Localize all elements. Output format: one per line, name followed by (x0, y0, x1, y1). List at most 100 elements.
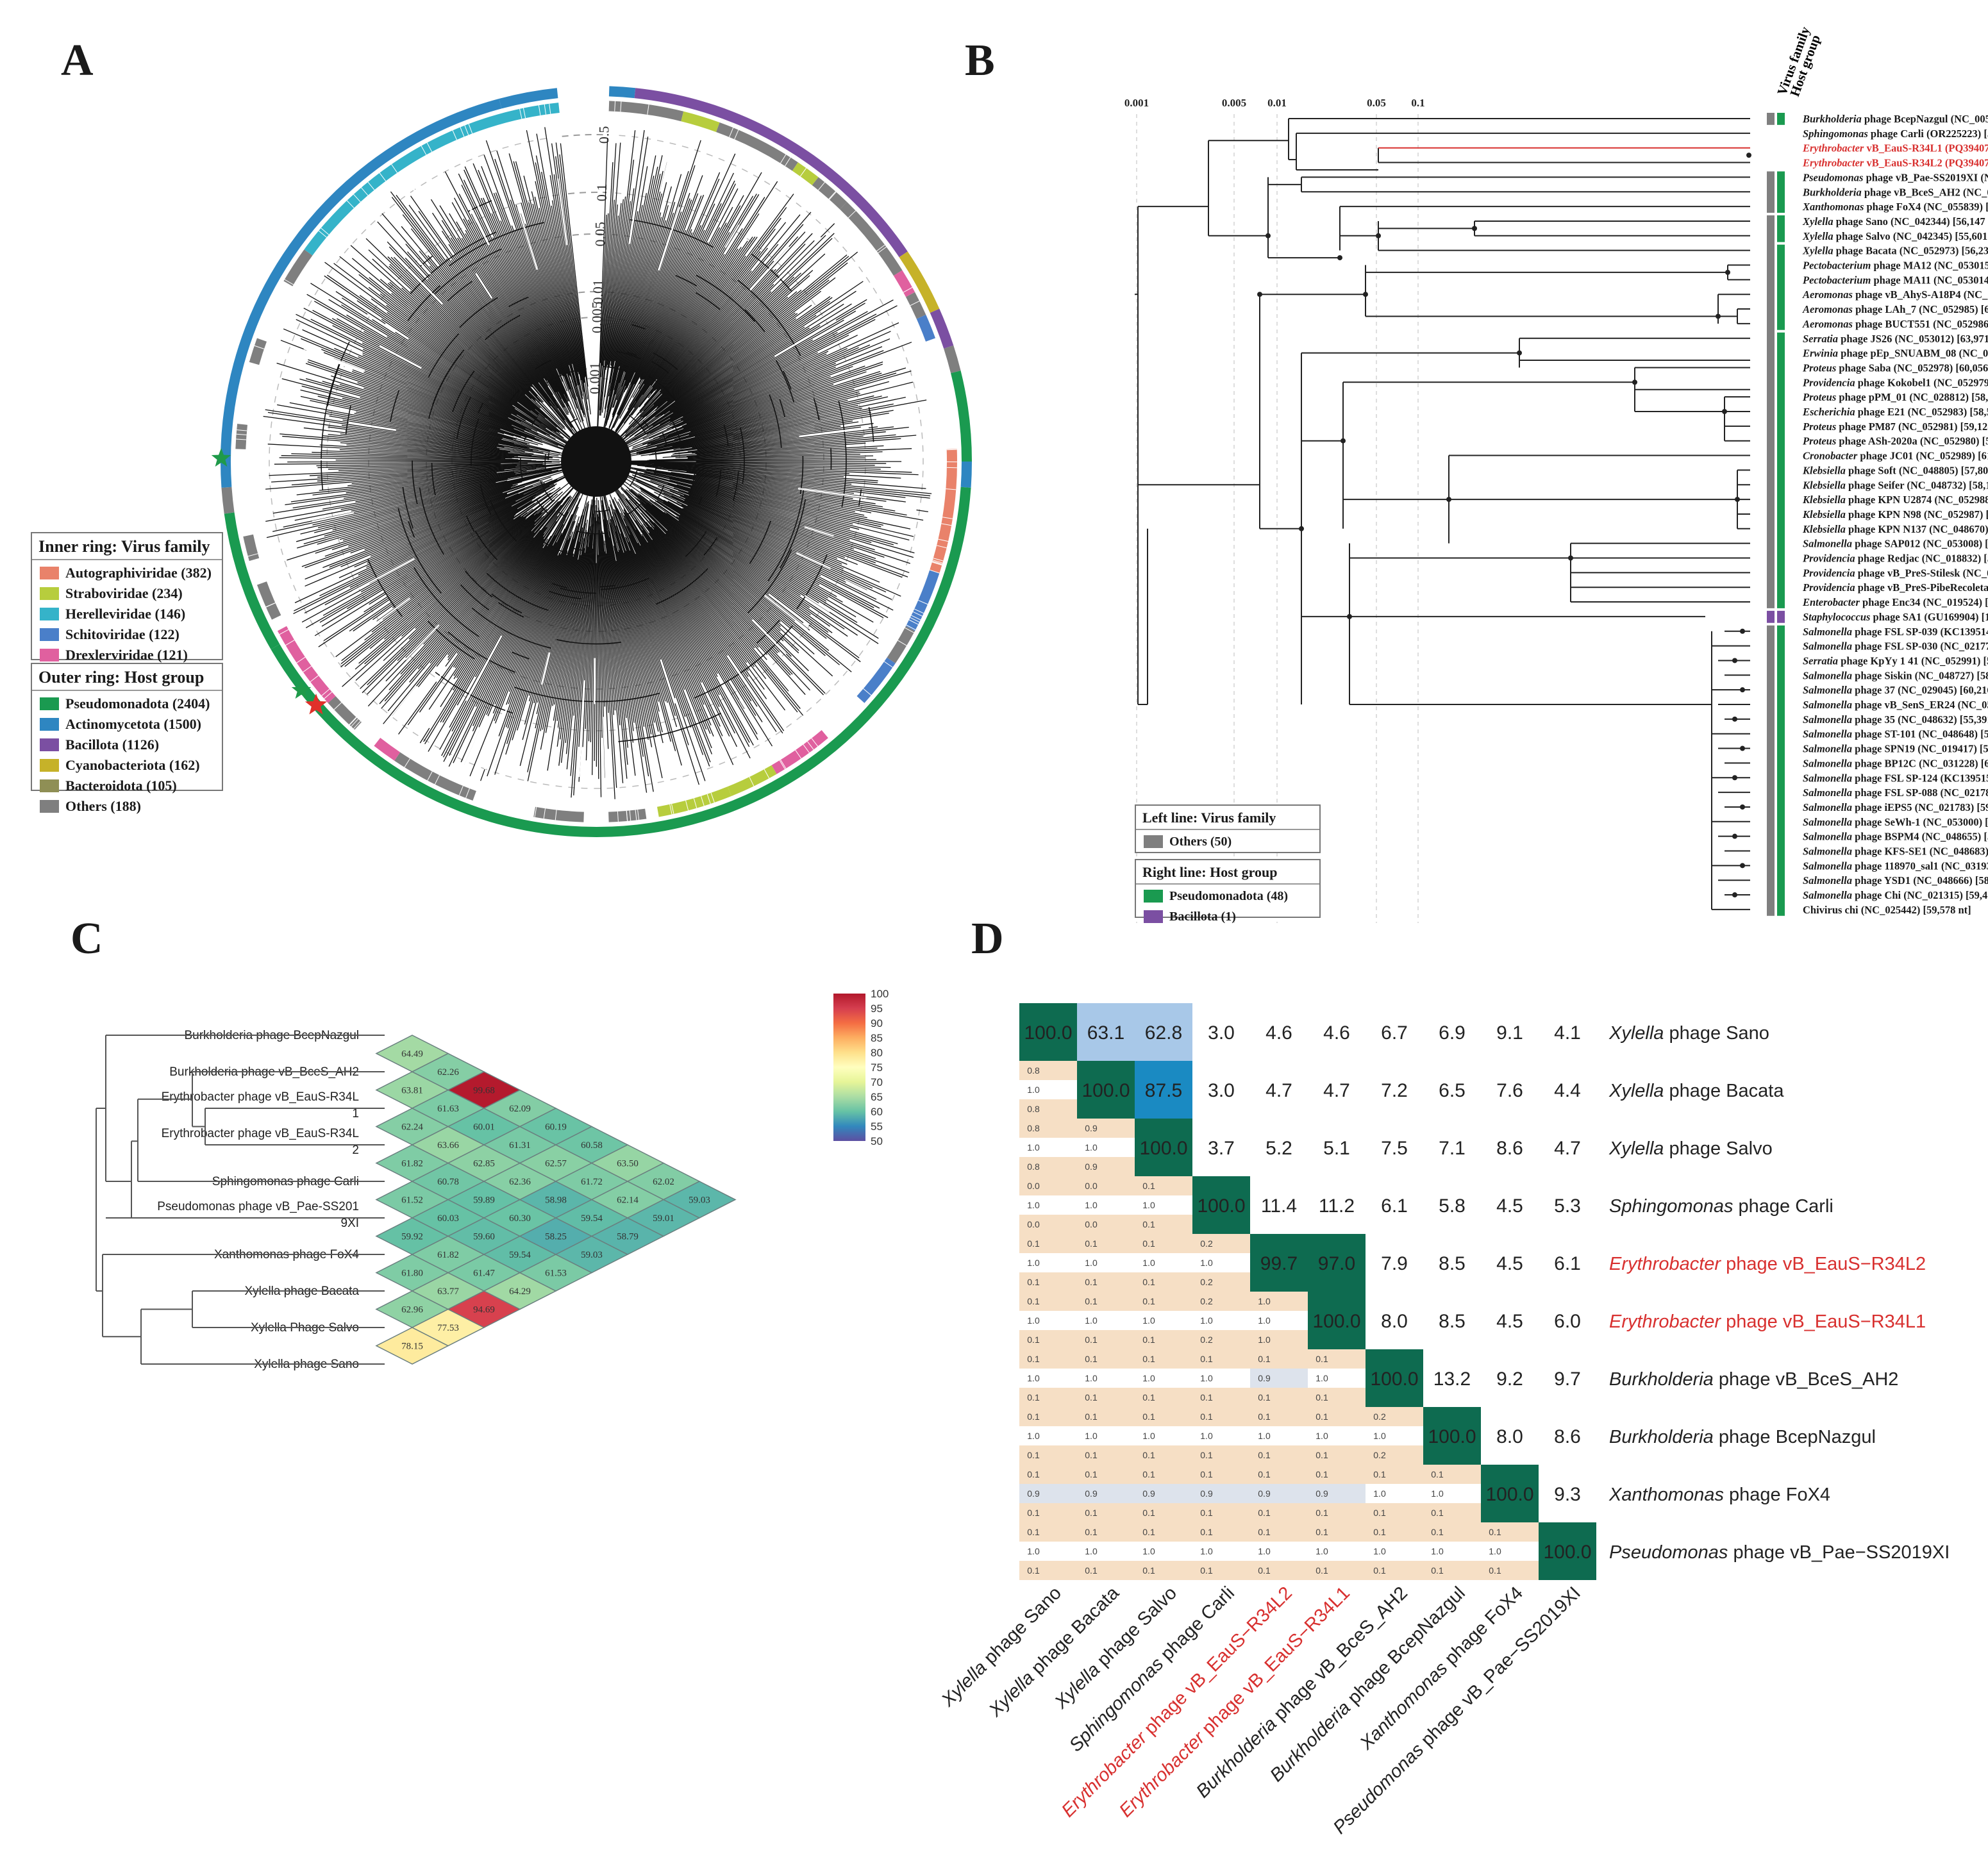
inner-ring-segment (887, 626, 915, 663)
tree-branch (656, 194, 794, 380)
tree-branch (597, 500, 615, 799)
tree-branch (606, 155, 663, 412)
tree-gap (492, 728, 509, 773)
matrix-cell-value: 8.0 (1496, 1426, 1523, 1447)
tree-branch (401, 287, 572, 440)
taxon-genus: Sphingomonas (1803, 128, 1868, 140)
tree-internal-arc (603, 692, 660, 703)
tree-branch (660, 310, 856, 425)
tree-gap (367, 313, 396, 333)
tree-branch (605, 511, 645, 727)
taxon-name: phage Bacata (NC_052973) [56,232 nt] (1833, 245, 1988, 257)
matrix-subcell-fill (1481, 1522, 1539, 1542)
tree-internal-arc (779, 499, 806, 569)
tree-branch (625, 537, 685, 690)
matrix-subcell-fill (1135, 1484, 1192, 1503)
tree-branch (346, 444, 519, 457)
taxon-label: Salmonella phage FSL SP-124 (KC139515) [… (1803, 772, 1988, 784)
tree-branch (494, 531, 574, 768)
tree-branch (346, 314, 517, 415)
taxon-name: phage FSL SP-039 (KC139514) [59,815 nt] (1852, 626, 1988, 638)
tree-branch (601, 143, 617, 366)
matrix-subcell-fill (1250, 1407, 1308, 1426)
tree-branch (631, 228, 776, 416)
tree-internal-arc (468, 200, 492, 212)
taxon-label: Klebsiella phage KPN N137 (NC_048670) [5… (1802, 523, 1988, 535)
tree-branch (597, 138, 608, 429)
taxon-label: Staphylococcus phage SA1 (GU169904) [147… (1803, 611, 1988, 623)
tree-branch (667, 501, 837, 597)
tree-internal-arc (474, 530, 498, 560)
tree-branch (305, 494, 508, 569)
ring-texture (780, 760, 787, 769)
tree-branch (624, 490, 792, 657)
matrix-subcell-value: 1.0 (1027, 1258, 1040, 1268)
tree-node (1740, 804, 1745, 810)
tree-branch (672, 435, 864, 455)
tree-internal-arc (838, 401, 847, 508)
tree-branch (611, 137, 649, 367)
matrix-cell-value: 3.7 (1208, 1138, 1235, 1159)
taxon-name: phage FSL SP-124 (KC139515) [59,245 nt] (1852, 772, 1988, 784)
tree-branch (640, 525, 749, 678)
tree-branch (624, 367, 906, 454)
tree-branch (617, 272, 801, 442)
tree-branch (630, 393, 860, 454)
tree-internal-arc (497, 602, 524, 618)
tree-branch (656, 313, 798, 418)
matrix-subcell-fill (1019, 1215, 1077, 1234)
tree-branch (338, 462, 560, 471)
tree-branch (458, 194, 566, 402)
matrix-subcell-fill (1135, 1330, 1192, 1349)
matrix-subcell-fill (1250, 1484, 1308, 1503)
taxon-name: vB_EauS-R34L1 (PQ394074) [56,415 nt] (1864, 142, 1988, 154)
tree-branch (627, 194, 760, 410)
matrix-subcell-value: 0.9 (1142, 1488, 1155, 1499)
tree-branch (610, 229, 705, 432)
matrix-cell-fill (1077, 1003, 1135, 1061)
tree-b-branches (1135, 118, 1750, 910)
matrix-subcell-value: 1.0 (1316, 1431, 1328, 1441)
colorbar-tick-label: 80 (871, 1047, 883, 1059)
tree-branch (578, 524, 593, 747)
matrix-subcell-value: 0.1 (1085, 1508, 1098, 1518)
matrix-subcell-fill (1077, 1522, 1135, 1542)
tree-branch (566, 547, 589, 770)
legend-right-item: Pseudomonadota (48) (1136, 886, 1319, 906)
tree-branch (598, 529, 609, 749)
tree-branch (647, 270, 752, 399)
ring-texture (379, 172, 387, 181)
inner-ring-segment (304, 103, 560, 256)
legend-right-swatch (1144, 910, 1163, 923)
tree-branch (354, 413, 528, 449)
tree-branch (439, 205, 547, 381)
tree-branch (621, 289, 802, 441)
ring-texture (265, 602, 276, 608)
taxon-name: phage BSPM4 (NC_048655) [59,097 nt] (1852, 831, 1988, 843)
tree-branch (622, 462, 850, 474)
tree-branch (606, 196, 626, 366)
tree-branch (640, 545, 720, 695)
tree-branch (363, 387, 543, 445)
ring-texture (795, 749, 802, 759)
matrix-subcell-fill (1077, 1272, 1135, 1292)
legend-right-label: Pseudomonadota (48) (1169, 888, 1289, 903)
tree-branch (599, 513, 616, 711)
matrix-subcell-fill (1308, 1426, 1366, 1445)
tree-branch (640, 426, 861, 456)
tree-internal-arc (739, 427, 745, 484)
ring-texture (780, 154, 787, 163)
tree-branch (669, 479, 910, 541)
tree-branch (390, 256, 537, 402)
ring-texture (937, 378, 948, 381)
tree-branch (646, 372, 897, 447)
matrix-subcell-value: 0.9 (1085, 1161, 1098, 1172)
tree-branch (347, 465, 558, 487)
ring-texture (946, 431, 956, 433)
heatmap-cell-value: 61.72 (581, 1177, 603, 1187)
ring-texture (349, 717, 357, 725)
tree-node (1517, 350, 1522, 356)
ring-texture (258, 334, 269, 339)
